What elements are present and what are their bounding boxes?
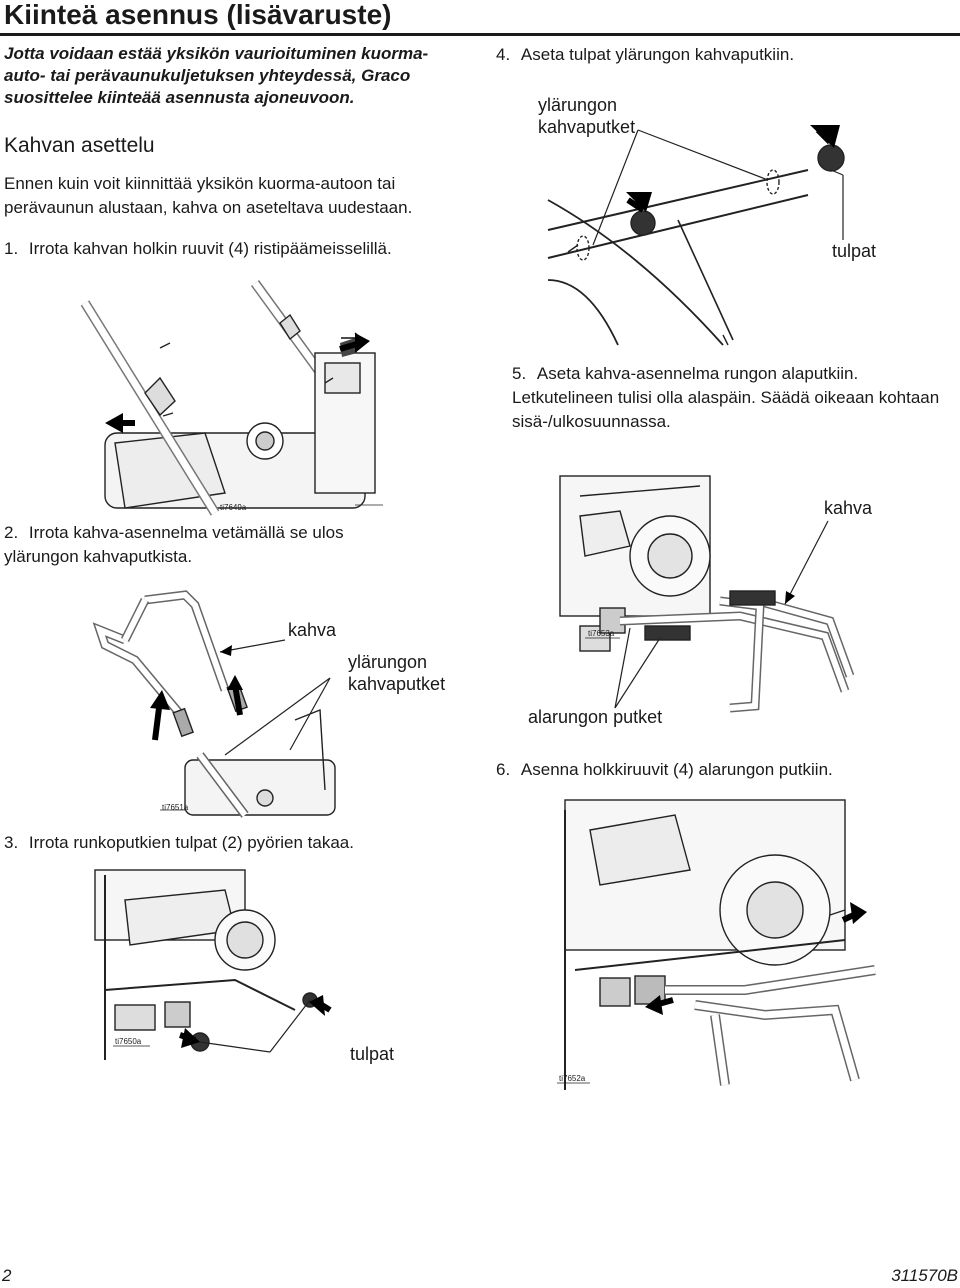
figure-1-handle-sleeve-screws: ti7649a (80, 280, 383, 516)
figure-5-callout-handle: kahva (824, 498, 873, 518)
step-4: 4. Aseta tulpat ylärungon kahvaputkiin. (496, 43, 956, 67)
figure-2-id: ti7651a (162, 803, 189, 812)
step-2: 2. Irrota kahva-asennelma vetämällä se u… (4, 521, 404, 569)
step-number: 2. (4, 523, 19, 542)
page-title: Kiinteä asennus (lisävaruste) (4, 0, 392, 30)
section-text: Ennen kuin voit kiinnittää yksikön kuorm… (4, 174, 413, 217)
step-5: 5. Aseta kahva-asennelma rungon alaputki… (512, 362, 952, 434)
figure-6-install-sleeve-screws: ti7652a (557, 799, 876, 1090)
figure-4-callout-plugs: tulpat (832, 241, 877, 261)
section-heading: Kahvan asettelu (4, 134, 155, 157)
figure-3-remove-plugs: ti7650a (94, 869, 332, 1060)
step-3: 3. Irrota runkoputkien tulpat (2) pyörie… (4, 831, 464, 855)
step-number: 4. (496, 45, 511, 64)
figure-2-callout-handle: kahva (288, 620, 337, 640)
step-number: 5. (512, 364, 527, 383)
figure-2-callout-upper-tubes: ylärungon kahvaputket (348, 652, 446, 694)
step-text: Aseta tulpat ylärungon kahvaputkiin. (520, 45, 795, 64)
figure-1-id: ti7649a (220, 503, 247, 512)
step-number: 6. (496, 760, 511, 779)
figure-5-install-handle: ti7653a (559, 475, 855, 713)
step-number: 3. (4, 833, 19, 852)
title-rule (0, 33, 960, 36)
step-text: Irrota runkoputkien tulpat (2) pyörien t… (28, 833, 354, 852)
step-text: Aseta kahva-asennelma rungon alaputkiin.… (512, 364, 940, 431)
page-number: 2 (2, 1266, 12, 1285)
figure-3-id: ti7650a (115, 1037, 142, 1046)
step-text: Asenna holkkiruuvit (4) alarungon putkii… (520, 760, 833, 779)
figure-3-callout-plugs: tulpat (350, 1044, 395, 1064)
intro-note: Jotta voidaan estää yksikön vaurioitumin… (4, 44, 429, 107)
step-6: 6. Asenna holkkiruuvit (4) alarungon put… (496, 758, 956, 782)
figure-2-remove-handle: ti7651a (92, 590, 336, 818)
document-number: 311570B (891, 1266, 958, 1285)
figure-5-callout-lower-tubes: alarungon putket (528, 707, 663, 727)
step-1: 1. Irrota kahvan holkin ruuvit (4) risti… (4, 237, 464, 261)
step-text: Irrota kahva-asennelma vetämällä se ulos… (4, 523, 344, 566)
step-number: 1. (4, 239, 19, 258)
figure-4-insert-plugs (547, 125, 845, 346)
figure-6-id: ti7652a (559, 1074, 586, 1083)
figure-4-callout-upper-tubes: ylärungon kahvaputket (538, 95, 636, 137)
step-text: Irrota kahvan holkin ruuvit (4) ristipää… (28, 239, 392, 258)
figure-5-id: ti7653a (588, 629, 615, 638)
